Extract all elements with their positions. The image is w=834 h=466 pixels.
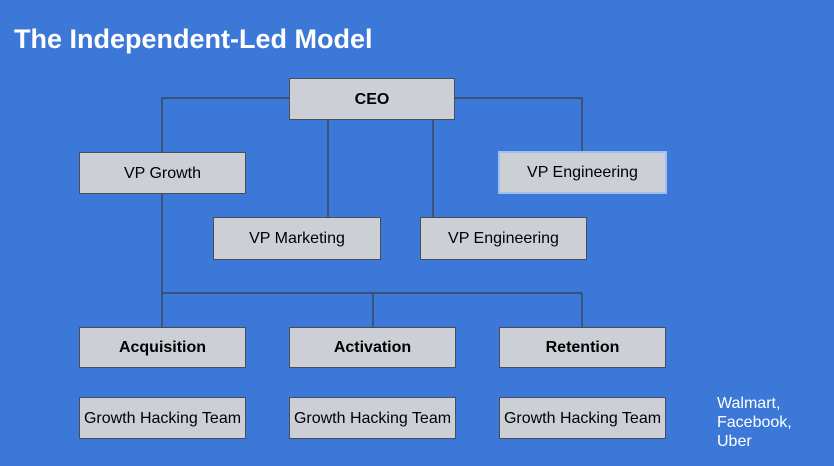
node-activation: Activation <box>289 327 456 368</box>
slide-title: The Independent-Led Model <box>14 24 373 54</box>
node-growth-hacking-team-3: Growth Hacking Team <box>499 397 666 439</box>
node-ceo: CEO <box>289 78 455 120</box>
node-vp-engineering: VP Engineering <box>420 217 587 260</box>
node-vp-engineering-top: VP Engineering <box>498 151 667 194</box>
node-acquisition: Acquisition <box>79 327 246 368</box>
node-retention: Retention <box>499 327 666 368</box>
line-ceo-vp-growth <box>161 97 289 152</box>
examples-note: Walmart, Facebook, Uber <box>717 395 792 450</box>
node-vp-marketing: VP Marketing <box>213 217 381 260</box>
node-vp-growth: VP Growth <box>79 152 246 194</box>
node-growth-hacking-team-2: Growth Hacking Team <box>289 397 456 439</box>
line-ceo-vp-engineering-top <box>455 97 583 152</box>
node-growth-hacking-team-1: Growth Hacking Team <box>79 397 246 439</box>
